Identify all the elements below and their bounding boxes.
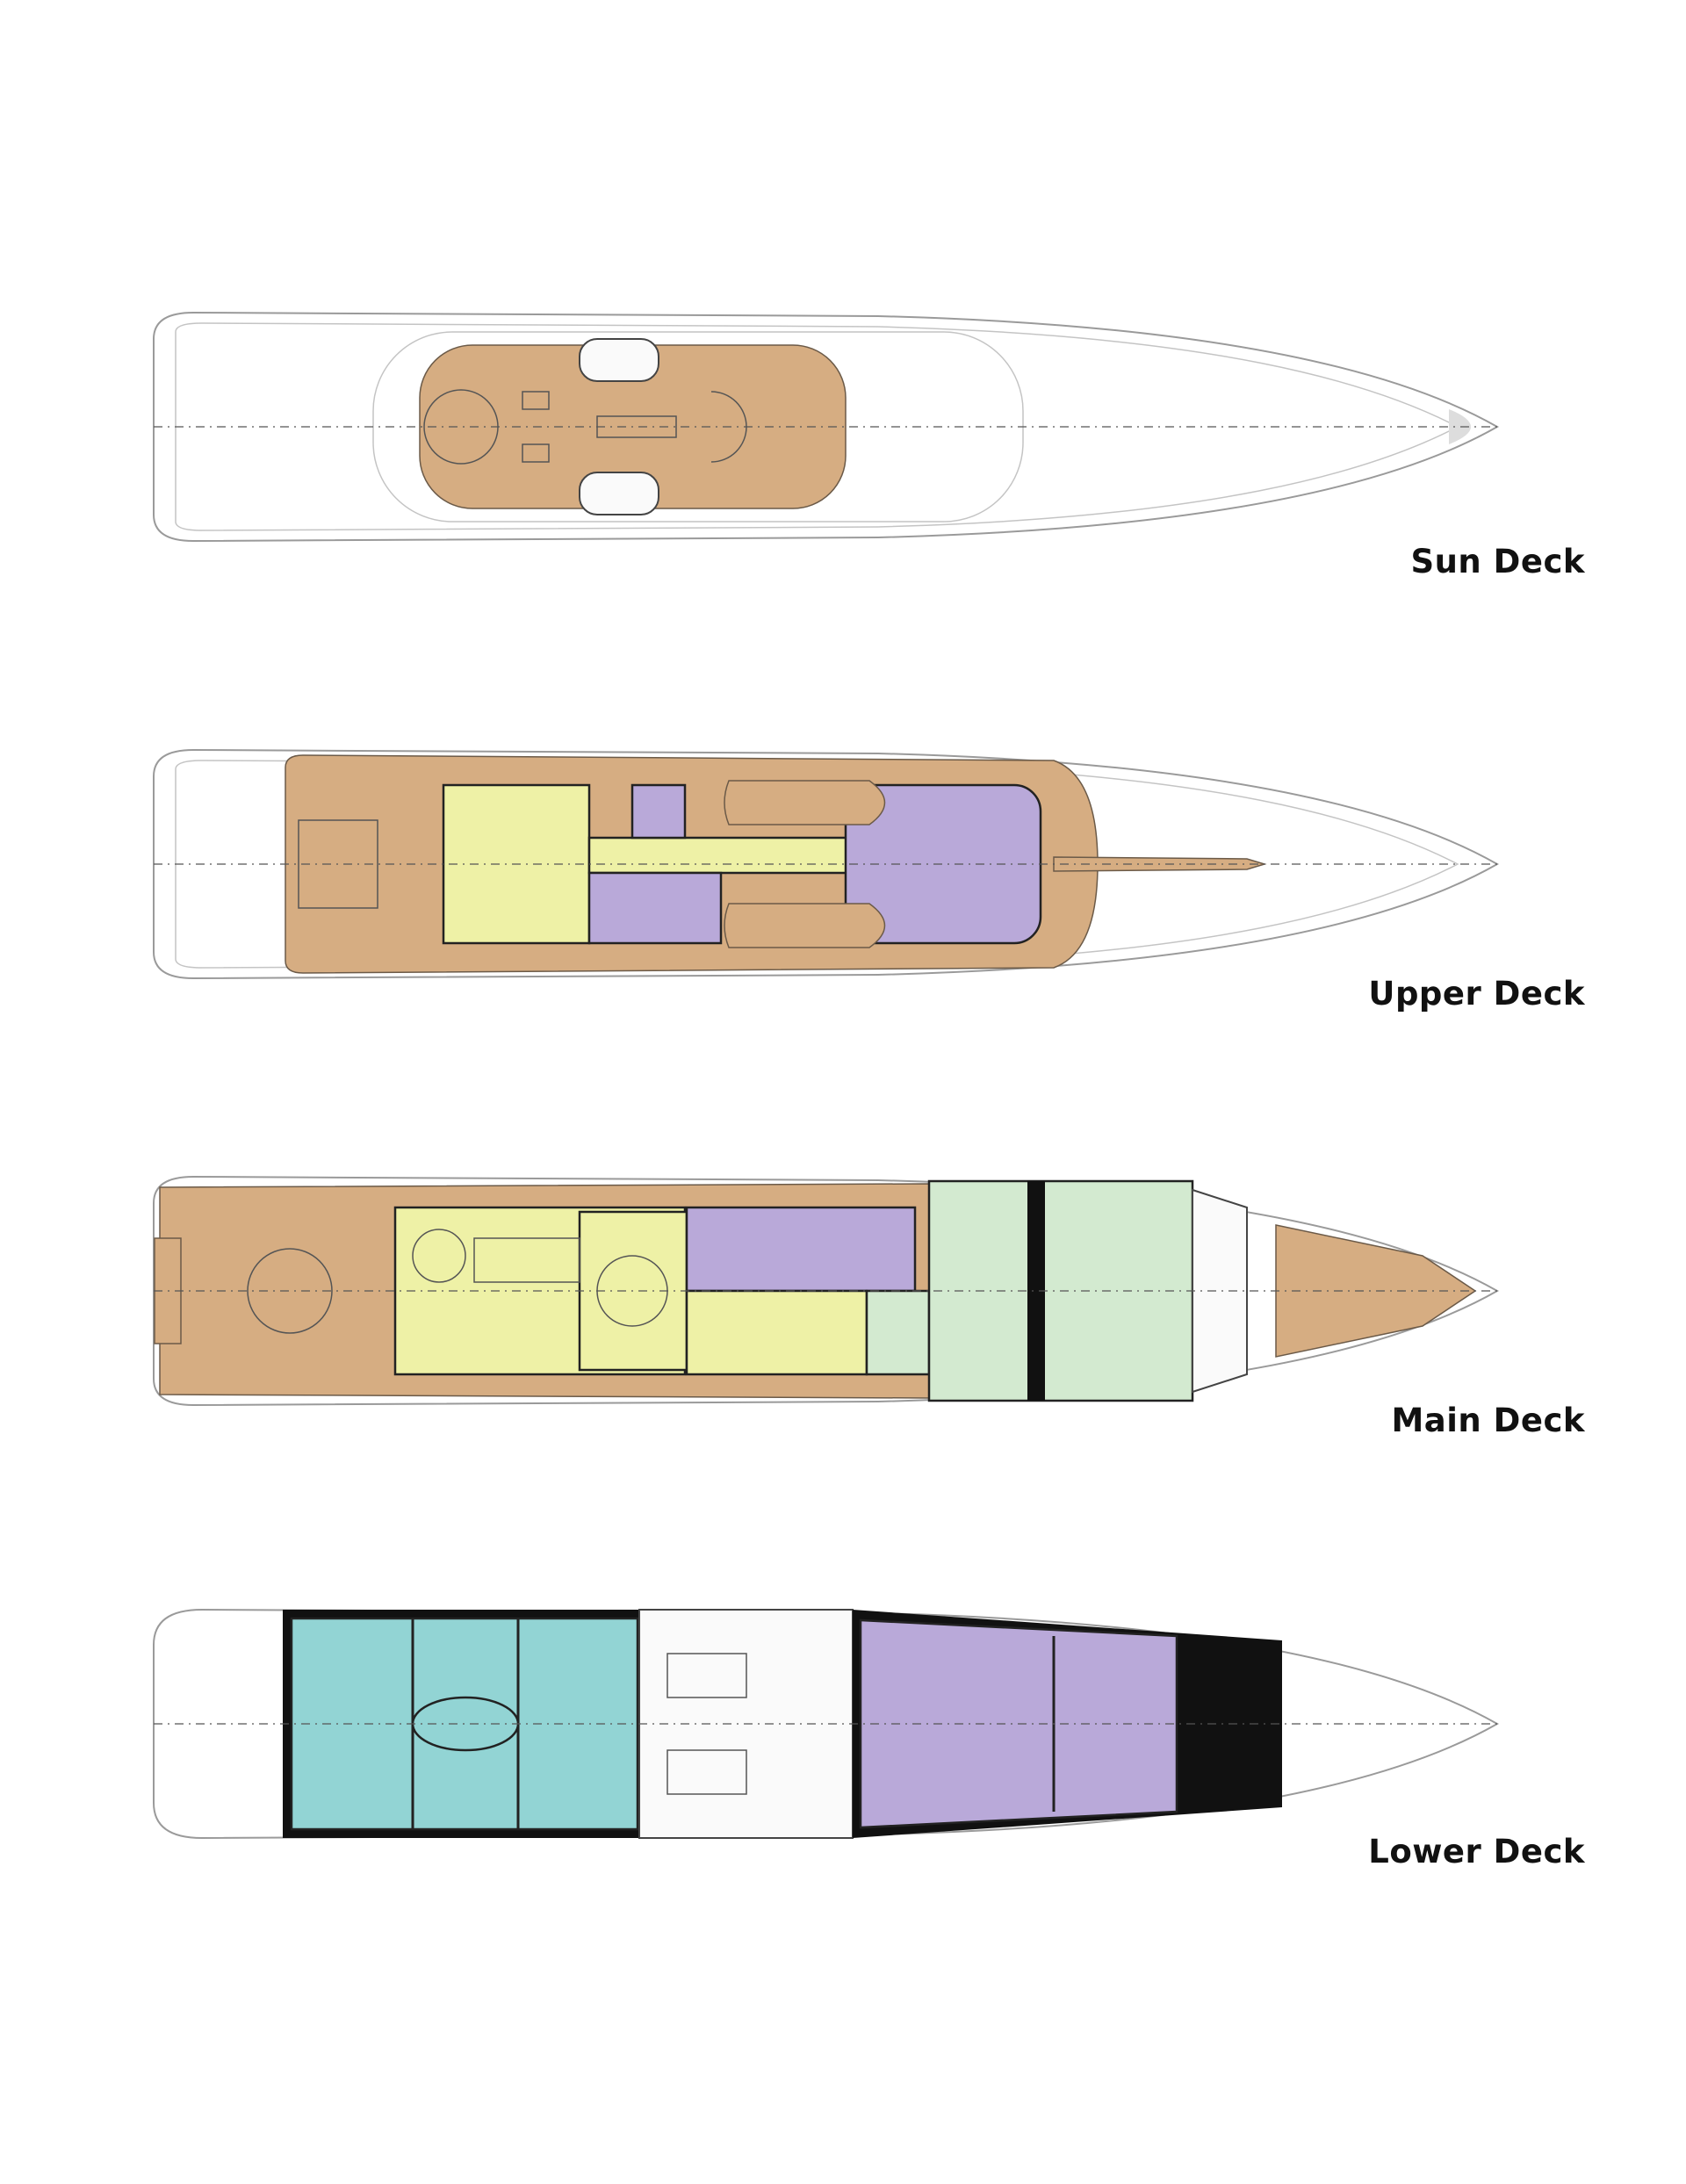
- stair-top: [579, 338, 659, 382]
- tender-bottom: [724, 903, 886, 948]
- passage: [587, 836, 854, 875]
- main-engine: [666, 1749, 747, 1795]
- tender-top: [724, 780, 886, 825]
- foredeck-teak: [1275, 1224, 1477, 1358]
- lobby: [865, 1289, 931, 1376]
- main-deck-plan: [153, 1175, 1500, 1407]
- aft-dining-table: [247, 1248, 333, 1334]
- deck-label-lower: Lower Deck: [1368, 1833, 1585, 1870]
- stair-bottom: [579, 472, 659, 515]
- captain-cabin: [587, 871, 723, 945]
- sun-deck-plan: [153, 312, 1498, 542]
- main-entrance: [685, 1289, 868, 1376]
- deck-label-main: Main Deck: [1391, 1402, 1585, 1439]
- upper-deck-plan: [153, 749, 1498, 979]
- aft-seating: [298, 819, 378, 909]
- main-engine: [666, 1653, 747, 1698]
- galley: [685, 1206, 917, 1293]
- lower-deck-plan: [153, 1608, 1500, 1840]
- foredeck-area: [1192, 1188, 1248, 1394]
- deck-label-upper: Upper Deck: [1368, 975, 1585, 1013]
- pantry: [630, 783, 687, 840]
- deck-label-sun: Sun Deck: [1410, 543, 1585, 580]
